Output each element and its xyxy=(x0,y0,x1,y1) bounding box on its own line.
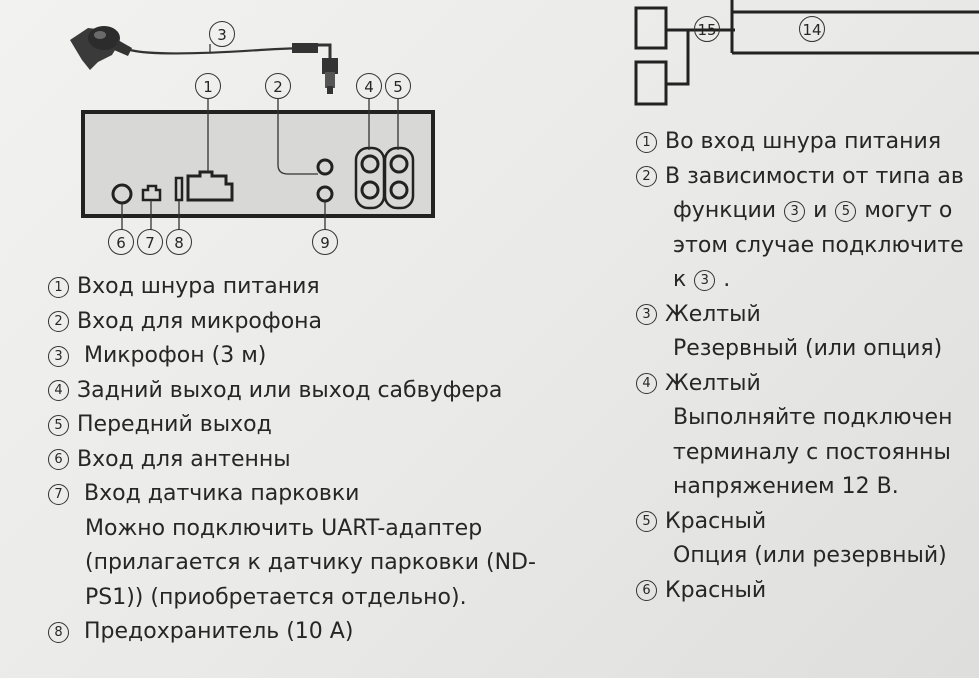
mic-plug-icon xyxy=(292,43,338,94)
item-text: Вход шнура питания xyxy=(77,274,320,299)
item-number: 1 xyxy=(636,131,657,153)
microphone-cable xyxy=(129,46,319,55)
legend-item: 6 Красный xyxy=(636,574,964,609)
rca-rear-bottom xyxy=(360,180,380,200)
item-number: 6 xyxy=(48,449,69,471)
legend-item: 2 В зависимости от типа ав xyxy=(636,160,964,195)
callout-9: 9 xyxy=(312,229,338,255)
item-number: 4 xyxy=(636,373,657,395)
item-number: 5 xyxy=(636,511,657,533)
legend-item: 5 Передний выход xyxy=(48,408,536,443)
item-number: 3 xyxy=(694,269,716,291)
legend-item: 3 Микрофон (3 м) xyxy=(48,339,536,374)
item-number: 5 xyxy=(48,414,69,436)
item-text: Красный xyxy=(665,577,767,603)
item-text: В зависимости от типа ав xyxy=(665,163,964,189)
item-text: Желтый xyxy=(665,301,761,327)
note-text: к xyxy=(673,267,687,292)
callout-15: 15 xyxy=(694,16,720,42)
callout-14: 14 xyxy=(799,16,825,42)
item-note: Можно подключить UART-адаптер xyxy=(85,515,483,541)
item-note: Резервный (или опция) xyxy=(673,336,943,361)
item-note: терминалу с постоянны xyxy=(673,439,951,465)
legend-item: 8 Предохранитель (10 А) xyxy=(48,615,536,650)
callout-3: 3 xyxy=(209,21,235,47)
power-connector xyxy=(186,170,234,202)
rca-front-top xyxy=(389,154,409,174)
harness-diagram-fragment xyxy=(634,0,979,106)
legend-item: 4 Желтый xyxy=(636,367,964,402)
head-unit-rear-panel xyxy=(81,110,435,218)
legend-item: 2 Вход для микрофона xyxy=(48,305,536,340)
item-note: напряжением 12 В. xyxy=(673,474,899,499)
item-number: 3 xyxy=(784,200,806,222)
legend-item: 7 Вход датчика парковки xyxy=(48,477,536,512)
item-note: этом случае подключите xyxy=(673,232,964,258)
item-note: Опция (или резервный) xyxy=(673,543,947,568)
item-text: Предохранитель (10 А) xyxy=(77,619,354,644)
mic-input-jack xyxy=(316,158,334,176)
item-number: 3 xyxy=(48,345,69,367)
item-text: Вход датчика парковки xyxy=(77,481,360,506)
callout-6: 6 xyxy=(108,229,134,255)
note-text: функции xyxy=(673,198,777,223)
callout-8: 8 xyxy=(166,229,192,255)
item-text: Вход для микрофона xyxy=(77,308,323,334)
callout-1: 1 xyxy=(195,73,221,99)
item-text: Вход для антенны xyxy=(77,446,291,472)
legend-item: 1 Во вход шнура питания xyxy=(636,125,964,160)
item-number: 2 xyxy=(636,166,657,188)
legend-item: 5 Красный xyxy=(636,505,964,540)
callout-5: 5 xyxy=(385,73,411,99)
item-number: 7 xyxy=(48,483,69,505)
item-number: 6 xyxy=(636,580,657,602)
item-number: 3 xyxy=(636,304,657,326)
item-text: Желтый xyxy=(665,370,761,396)
item-note: Выполняйте подключен xyxy=(673,405,953,430)
rca-front-bottom xyxy=(389,180,409,200)
note-text: могут о xyxy=(864,198,953,223)
microphone-icon xyxy=(70,26,132,70)
legend-item: 4 Задний выход или выход сабвуфера xyxy=(48,374,536,409)
note-text: и xyxy=(813,198,828,223)
callout-7: 7 xyxy=(137,229,163,255)
item-number: 1 xyxy=(48,276,69,298)
item-text: Красный xyxy=(665,508,767,534)
note-text: . xyxy=(723,267,731,292)
item-note: PS1)) (приобретается отдельно). xyxy=(85,584,467,610)
rca-rear-top xyxy=(360,154,380,174)
item-note: (прилагается к датчику парковки (ND- xyxy=(85,550,536,575)
connector-legend-right: 1 Во вход шнура питания 2 В зависимости от… xyxy=(636,125,964,608)
legend-item: 1 Вход шнура питания xyxy=(48,270,536,305)
item-text: Микрофон (3 м) xyxy=(77,343,267,368)
item-text: Задний выход или выход сабвуфера xyxy=(77,377,503,403)
item-number: 5 xyxy=(835,200,857,222)
legend-item: 6 Вход для антенны xyxy=(48,443,536,478)
parking-sensor-port xyxy=(141,184,162,202)
callout-2: 2 xyxy=(265,73,291,99)
item-number: 4 xyxy=(48,380,69,402)
item-text: Передний выход xyxy=(77,412,272,437)
item-number: 8 xyxy=(48,621,69,643)
callout-4: 4 xyxy=(356,73,382,99)
item-text: Во вход шнура питания xyxy=(665,129,942,154)
item-number: 2 xyxy=(48,311,69,333)
legend-item: 3 Желтый xyxy=(636,298,964,333)
